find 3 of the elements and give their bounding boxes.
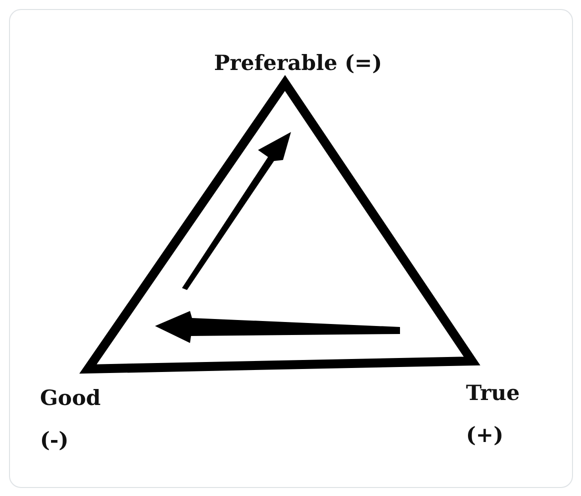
vertex-label: Preferable (=) (214, 49, 384, 77)
vertex-label: True (+) (466, 379, 521, 449)
vertex-label: Good (-) (40, 384, 102, 454)
